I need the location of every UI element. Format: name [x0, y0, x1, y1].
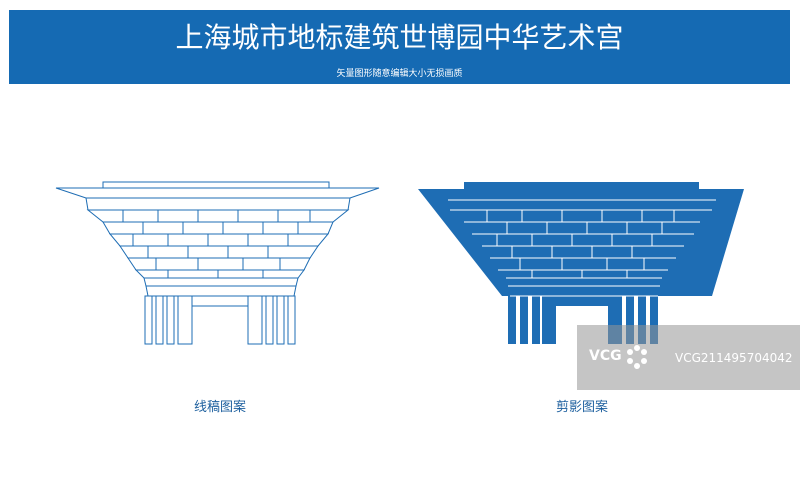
page-subtitle: 矢量图形随意编辑大小无损画质 — [336, 69, 463, 79]
watermark-overlay: VCG VCG211495704042 — [577, 325, 800, 390]
vcg-logo: VCG — [589, 339, 649, 377]
watermark-id: VCG211495704042 — [675, 351, 793, 365]
outline-illustration — [48, 178, 388, 348]
silhouette-caption: 剪影图案 — [555, 400, 608, 415]
silhouette-illustration — [412, 178, 752, 348]
page-title: 上海城市地标建筑世博园中华艺术宫 — [175, 21, 624, 54]
outline-caption: 线稿图案 — [193, 400, 246, 415]
outline-building-svg — [55, 181, 380, 345]
vcg-logo-text: VCG — [589, 348, 622, 364]
silhouette-building-svg — [418, 182, 744, 344]
header-banner: 上海城市地标建筑世博园中华艺术宫 矢量图形随意编辑大小无损画质 — [9, 10, 790, 84]
vcg-flower-icon — [627, 345, 647, 369]
